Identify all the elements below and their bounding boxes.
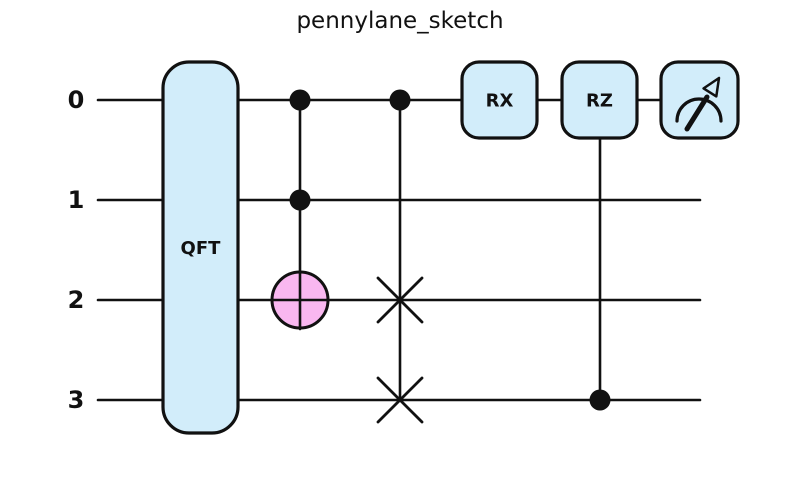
wire-label-1: 1 xyxy=(68,186,85,214)
rx-gate-box xyxy=(460,60,539,140)
toffoli-control-dot-wire1 xyxy=(289,189,311,211)
qft-gate-label: QFT xyxy=(181,238,222,259)
cswap-control-dot-wire0 xyxy=(389,89,411,111)
rx-gate-label: RX xyxy=(486,91,514,112)
wire-label-0: 0 xyxy=(68,86,85,114)
swap-x-icon-wire2 xyxy=(376,276,424,324)
toffoli-control-dot-wire0 xyxy=(289,89,311,111)
rz-gate-box xyxy=(560,60,639,140)
qft-gate-box xyxy=(161,60,240,435)
swap-x-icon-wire3 xyxy=(376,376,424,424)
wire-label-3: 3 xyxy=(68,386,85,414)
rz-gate-label: RZ xyxy=(586,91,613,112)
crz-control-dot-wire3 xyxy=(589,389,611,411)
measurement-gauge-arrow-icon xyxy=(675,76,723,132)
figure-title: pennylane_sketch xyxy=(296,8,503,34)
wire-label-2: 2 xyxy=(68,286,85,314)
